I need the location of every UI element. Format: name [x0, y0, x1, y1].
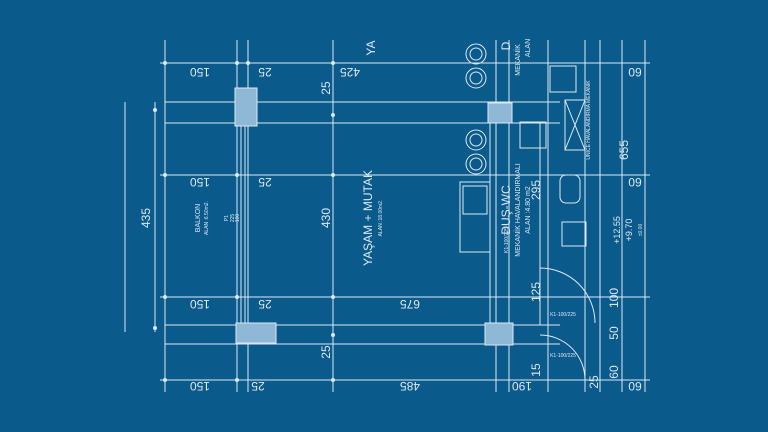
column-3: [235, 322, 277, 344]
dim-wall-25: 25: [319, 81, 333, 95]
dim-top-60: 60: [628, 65, 642, 79]
dim-bottom-150: 150: [190, 379, 210, 393]
kitchen-counter: [459, 181, 491, 253]
sink-ring-1-inner: [469, 47, 483, 61]
door-swing-arc-2: [539, 334, 586, 381]
annotations: K1-100/225 K1-100/225 K1-100/225 P1 225 …: [224, 80, 592, 359]
dim-right-655: 655: [617, 140, 631, 160]
level-2: +9.70: [624, 219, 634, 242]
room-wc-note: MEKANİK HAVALANDIRMALI: [513, 163, 522, 257]
dim-v-430: 430: [319, 208, 333, 228]
dim-v-25: 25: [319, 345, 333, 359]
shower-tray: [519, 121, 547, 149]
room-living-area: ALAN :18.00m2.: [378, 200, 384, 237]
dim-right-50: 50: [607, 326, 621, 340]
dim-right-60b: 60: [607, 365, 621, 379]
door-swing-arc: [539, 267, 596, 324]
dim-v-295: 295: [529, 180, 543, 200]
level-3: ±0.00: [638, 224, 644, 237]
sink-ring-4-inner: [469, 157, 483, 171]
room-top-cut-name: YA: [364, 40, 378, 55]
washbasin: [561, 221, 587, 247]
dim-top-150: 150: [190, 65, 210, 79]
window-sill: 100: [235, 214, 241, 223]
dim-bottom-60: 60: [628, 379, 642, 393]
sink-ring-3: [465, 129, 487, 151]
sink-ring-1: [465, 43, 487, 65]
room-balkon-name: BALKON: [195, 204, 202, 232]
dim-lower-675: 675: [400, 297, 420, 311]
room-top-cut-alan: ALAN: [525, 39, 532, 57]
shaft-cross-2: [564, 99, 586, 151]
dim-left-435: 435: [139, 208, 153, 228]
dim-top-425: 425: [340, 65, 360, 79]
sink-ring-2: [465, 67, 487, 89]
column-2: [487, 102, 513, 124]
room-top-cut-d: D: [499, 41, 513, 50]
room-top-cut-mek: MEKANİK: [513, 44, 522, 76]
door-label-2: K1-100/225: [550, 353, 576, 359]
ventilation-shaft: [564, 99, 586, 151]
dim-mid-60: 60: [628, 175, 642, 189]
level-markers: +12.55 +9.70 ±0.00: [612, 216, 644, 244]
dim-lower-150: 150: [190, 297, 210, 311]
dim-right-15: 15: [529, 363, 543, 377]
sink-ring-2-inner: [469, 71, 483, 85]
columns: [234, 87, 514, 346]
dim-right-100: 100: [607, 288, 621, 308]
room-wc-name: DUŞ-WC: [499, 185, 513, 235]
sink-ring-3-inner: [469, 133, 483, 147]
dim-top-25: 25: [258, 65, 272, 79]
toilet: [559, 174, 581, 204]
room-living-name: YAŞAM + MUTAK: [361, 170, 375, 266]
stove: [462, 185, 488, 215]
dim-right-125: 125: [529, 282, 543, 302]
room-balkon-area: ALAN :6.50m2.: [204, 201, 210, 235]
dim-bottom-485: 485: [400, 379, 420, 393]
column-1: [234, 87, 258, 127]
window-width: 225: [230, 214, 236, 223]
dim-lower-25: 25: [258, 297, 272, 311]
sink-ring-4: [465, 153, 487, 175]
door-label-3: K1-100/225: [504, 227, 510, 253]
dim-right-25b: 25: [587, 375, 601, 389]
shower-tray-top: [549, 65, 577, 93]
dim-mid-25: 25: [258, 175, 272, 189]
shaft-note: UNICE HAVALANDIRMA MEKANIK: [586, 80, 592, 160]
room-wc-area: ALAN :4.80 m2: [525, 186, 532, 234]
dim-ticks: [153, 61, 335, 382]
door-label-1: K1-100/225: [550, 312, 576, 318]
level-1: +12.55: [612, 216, 622, 244]
room-labels: BALKON ALAN :6.50m2. YAŞAM + MUTAK ALAN …: [195, 39, 532, 266]
column-4: [484, 322, 514, 346]
dim-bottom-190: 190: [512, 379, 532, 393]
window-label: P1: [224, 215, 230, 221]
dim-mid-150: 150: [190, 175, 210, 189]
dim-bottom-25: 25: [251, 379, 265, 393]
dimension-labels: 150 25 425 60 150 25 60 150 25 675 150 2…: [139, 65, 642, 393]
